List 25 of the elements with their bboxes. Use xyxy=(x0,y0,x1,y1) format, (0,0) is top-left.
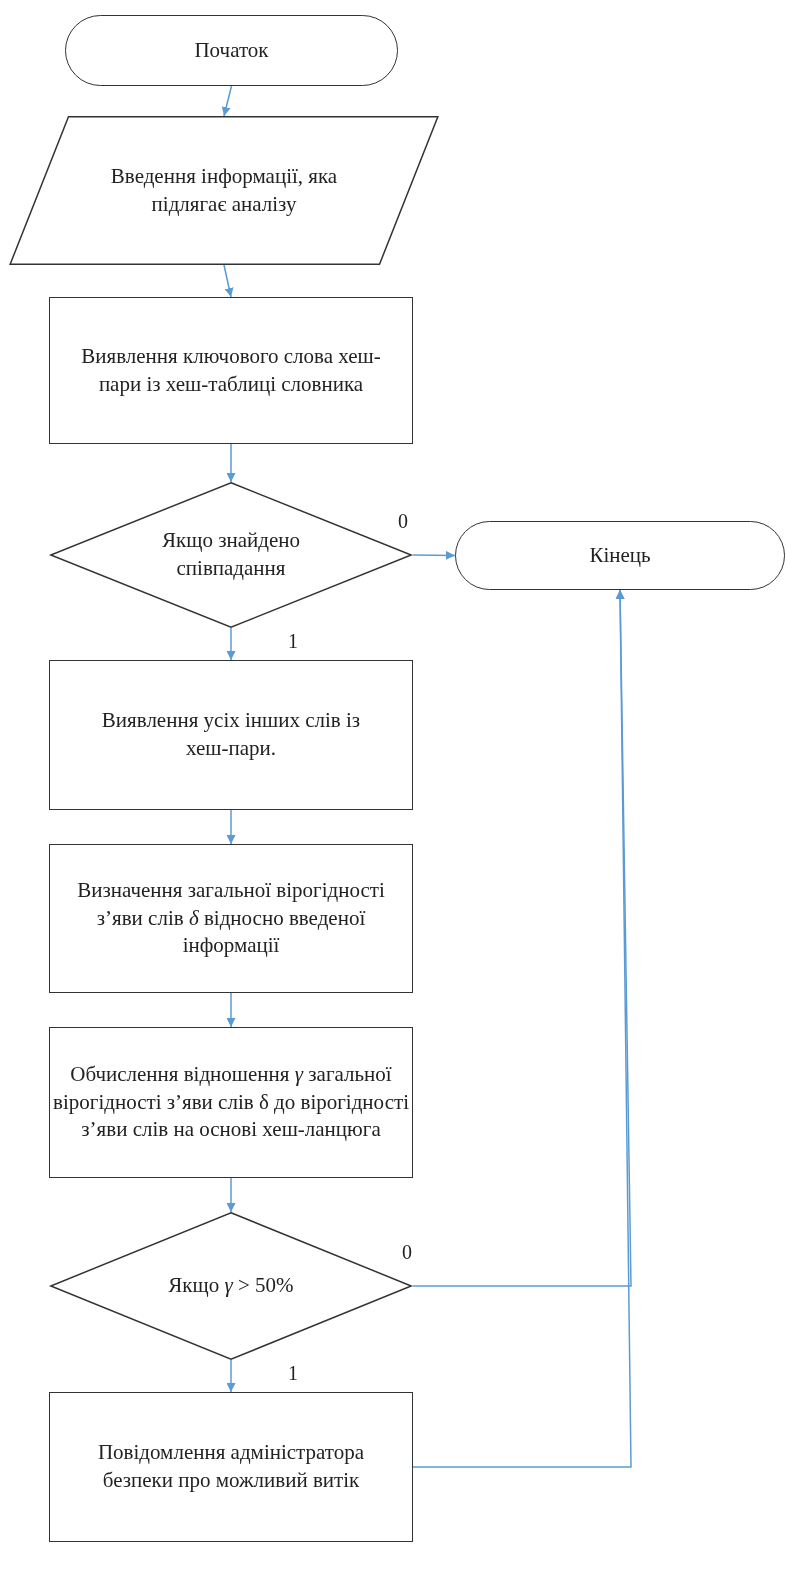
arrow xyxy=(226,1359,236,1393)
node-text: Виявлення усіх інших слів із хеш-пари. xyxy=(100,707,362,762)
process-box xyxy=(49,660,413,810)
node-text: Обчислення відношення γ загальної вірогідності з’яви слів δ до вірогідності з’яви слів на основі хеш-ланцюга xyxy=(52,1060,410,1144)
arrow xyxy=(226,1177,236,1213)
arrow xyxy=(412,589,632,1468)
arrow xyxy=(226,809,236,845)
arrow xyxy=(223,264,234,298)
node-text: Визначення загальної вірогідності з’яви слів δ відносно введеної інформації xyxy=(76,876,386,960)
node-text: Кінець xyxy=(589,541,651,569)
node-text: Якщо знайдено співпадання xyxy=(161,527,301,582)
node-text: Повідомлення адміністратора безпеки про можливий витік xyxy=(96,1439,366,1494)
arrow xyxy=(221,85,233,117)
process-box xyxy=(49,1027,413,1178)
node-text: Якщо γ > 50% xyxy=(168,1272,294,1300)
process-box xyxy=(49,297,413,444)
arrow xyxy=(226,992,236,1028)
process-box xyxy=(49,1392,413,1542)
arrow xyxy=(226,627,236,661)
process-box xyxy=(49,844,413,993)
node-text: Введення інформації, яка підлягає аналізу xyxy=(109,162,339,218)
arrow xyxy=(226,443,236,483)
arrow xyxy=(412,550,456,560)
node-text: Виявлення ключового слова хеш-пари із хеш-таблиці словника xyxy=(80,342,382,398)
node-text: Початок xyxy=(194,36,269,64)
